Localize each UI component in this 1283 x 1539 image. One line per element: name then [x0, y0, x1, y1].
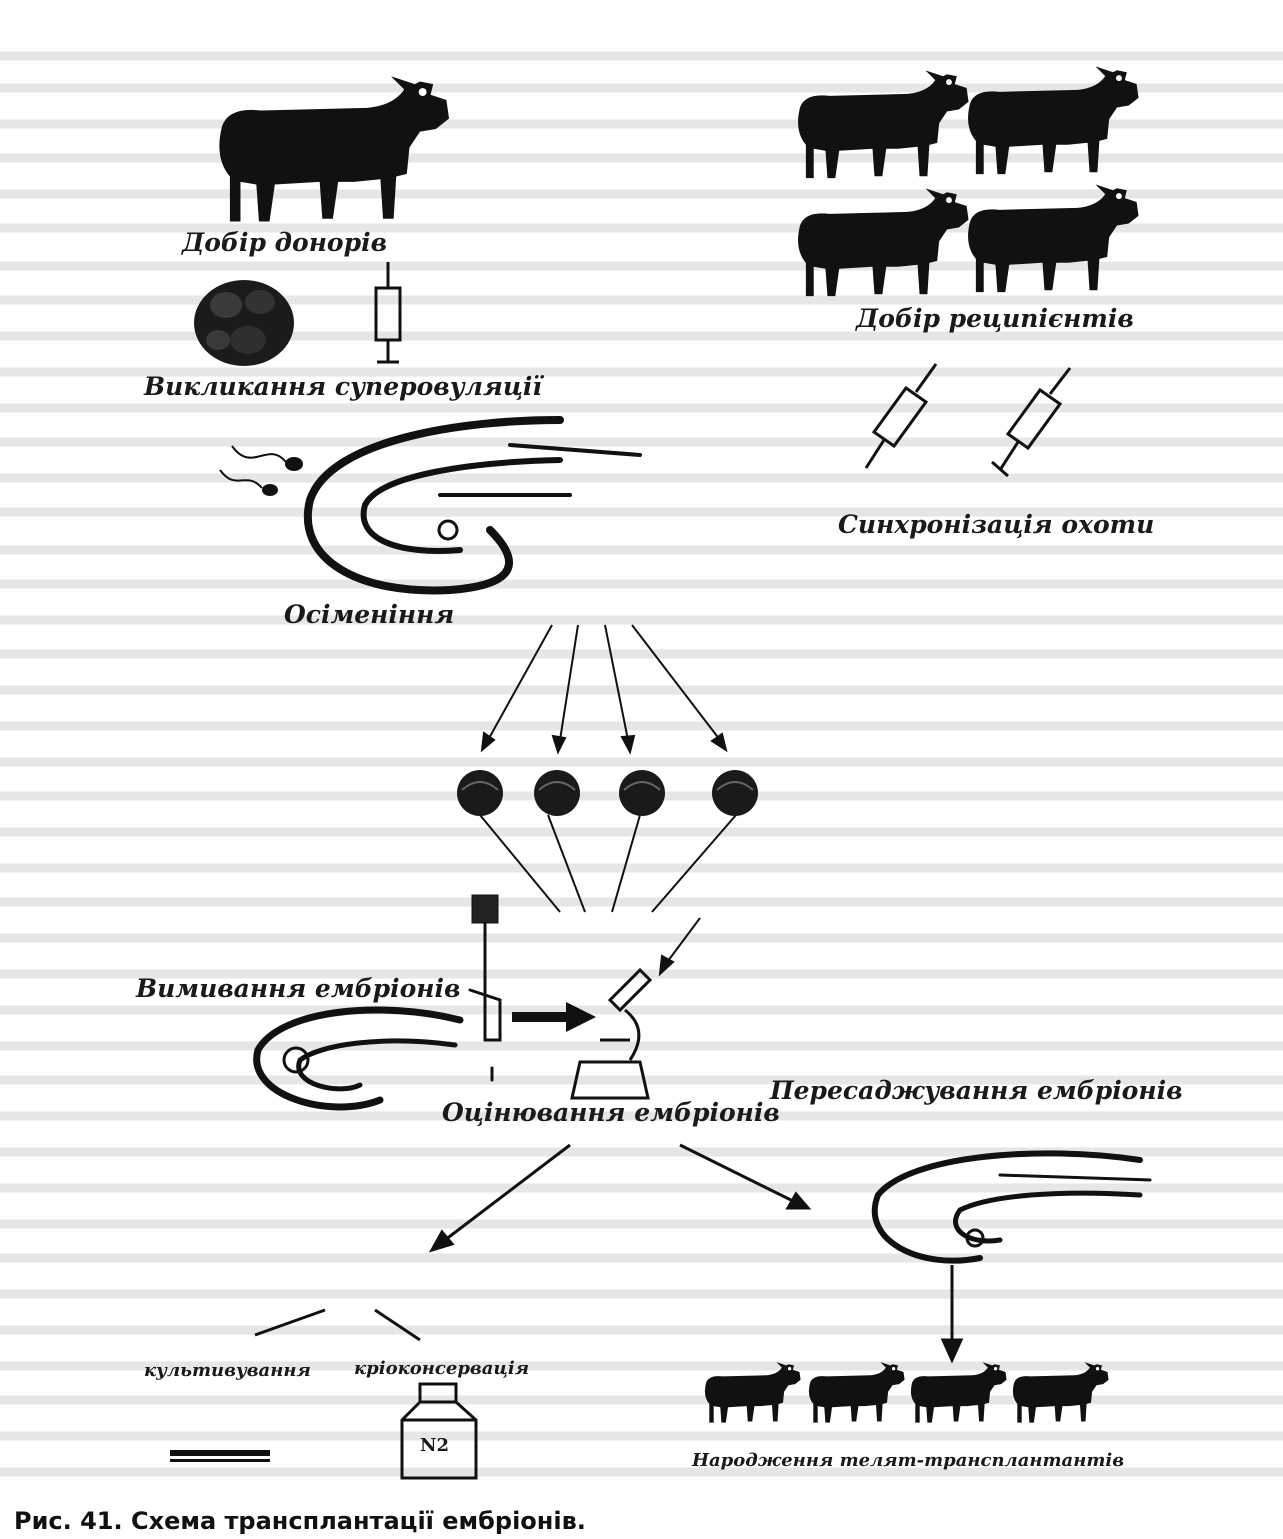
label-superovulation: Викликання суперовуляції — [144, 372, 542, 401]
label-recipient-selection: Добір реципієнтів — [856, 304, 1134, 333]
label-embryo-evaluation: Оцінювання ембріонів — [442, 1098, 780, 1127]
label-donor-selection: Добір донорів — [182, 228, 387, 257]
nitrogen-container-icon — [402, 1384, 476, 1478]
calf-icon — [1013, 1362, 1109, 1423]
label-embryo-flushing: Вимивання ембріонів — [136, 974, 460, 1003]
microscope-icon — [572, 970, 650, 1098]
embryo-icon — [457, 770, 503, 816]
recipient-cow-icon — [968, 184, 1139, 292]
calf-icon — [911, 1362, 1007, 1423]
donor-cow-icon — [219, 76, 449, 221]
embryo-icon — [534, 770, 580, 816]
embryo-icon — [712, 770, 758, 816]
calf-icon — [705, 1362, 801, 1423]
syringe-icon — [376, 262, 400, 362]
ovary-icon — [194, 280, 294, 366]
flow-arrows — [480, 625, 736, 974]
label-calf-birth: Народження телят-трансплантантів — [692, 1450, 1124, 1471]
syringe-icon — [866, 364, 936, 468]
transfer-tract-icon — [875, 1153, 1150, 1260]
label-cryopreservation: кріоконсервація — [354, 1358, 529, 1379]
label-cultivation: культивування — [144, 1360, 311, 1381]
label-insemination: Осіменіння — [284, 600, 454, 629]
sperm-icon — [220, 446, 303, 496]
flow-arrows — [255, 1145, 961, 1360]
recipient-cow-icon — [968, 66, 1139, 174]
label-embryo-transfer: Пересаджування ембріонів — [770, 1076, 1183, 1105]
straw-icon — [170, 1450, 270, 1462]
syringe-icon — [992, 368, 1070, 476]
figure-caption: Рис. 41. Схема трансплантації ембріонів. — [14, 1507, 586, 1535]
label-nitrogen: N2 — [420, 1435, 449, 1456]
recipient-cow-icon — [798, 70, 969, 178]
embryo-icon — [619, 770, 665, 816]
calf-icon — [809, 1362, 905, 1423]
uterus-tract-icon — [308, 420, 640, 590]
arrow-to-microscope — [512, 1002, 596, 1032]
label-synchronization: Синхронізація охоти — [838, 510, 1154, 539]
recipient-cow-icon — [798, 188, 969, 296]
